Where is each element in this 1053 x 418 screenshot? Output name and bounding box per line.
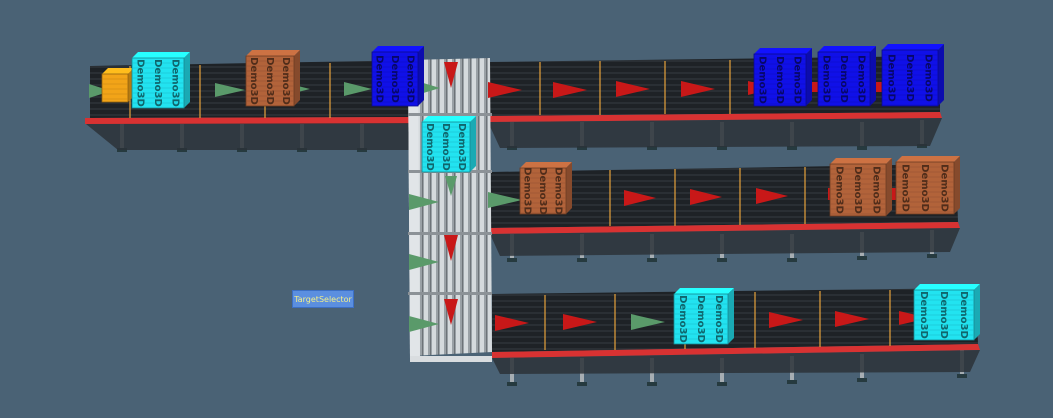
box-label: Demo3D	[958, 291, 969, 339]
box-label: Demo3D	[456, 123, 467, 171]
box-label: Demo3D	[871, 166, 882, 214]
direction-arrow	[488, 192, 522, 208]
leg-foot	[927, 254, 937, 258]
box-label: Demo3D	[713, 295, 724, 343]
direction-arrow	[420, 82, 440, 94]
direction-arrow	[409, 316, 439, 332]
direction-arrow	[495, 315, 529, 331]
direction-arrow	[215, 83, 245, 97]
box-label: Demo3D	[677, 295, 688, 343]
box-label: Demo3D	[923, 54, 934, 102]
direction-arrow-down	[444, 235, 458, 261]
box-label: Demo3D	[389, 55, 400, 103]
leg-foot	[507, 258, 517, 262]
leg-foot	[647, 258, 657, 262]
box-label: Demo3D	[522, 167, 533, 215]
leg-foot	[507, 382, 517, 386]
cyan-box: Demo3D Demo3D Demo3D	[673, 288, 734, 345]
box-label: Demo3D	[821, 55, 832, 103]
leg-foot	[857, 256, 867, 260]
brown-box: Demo3D Demo3D Demo3D	[245, 50, 300, 107]
cyan-box: Demo3D Demo3D Demo3D	[913, 284, 980, 341]
leg-foot	[717, 382, 727, 386]
box-label: Demo3D	[695, 295, 706, 343]
blue-box: Demo3D Demo3D Demo3D	[371, 46, 424, 107]
blue-box: Demo3D Demo3D Demo3D	[881, 44, 944, 107]
leg-foot	[787, 258, 797, 262]
blue-box: Demo3D Demo3D Demo3D	[817, 46, 876, 107]
box-label: Demo3D	[774, 56, 785, 104]
direction-arrow-down	[444, 62, 458, 88]
box-label: Demo3D	[885, 54, 896, 102]
leg-foot	[857, 378, 867, 382]
direction-arrow	[756, 188, 788, 204]
box-label: Demo3D	[152, 59, 163, 107]
box-label: Demo3D	[404, 55, 415, 103]
box-label: Demo3D	[904, 54, 915, 102]
leg-foot	[647, 382, 657, 386]
direction-arrow	[409, 254, 439, 270]
leg-foot	[857, 146, 867, 150]
box-label: Demo3D	[248, 57, 259, 105]
leg-foot	[577, 146, 587, 150]
box-label: Demo3D	[757, 56, 768, 104]
direction-arrow	[631, 314, 665, 330]
box-label: Demo3D	[424, 123, 435, 171]
direction-arrow	[690, 189, 722, 205]
direction-arrow	[344, 82, 372, 96]
direction-arrow	[616, 81, 650, 97]
box-label: Demo3D	[440, 123, 451, 171]
cyan-box: Demo3D Demo3D Demo3D	[131, 52, 190, 109]
direction-arrow	[624, 190, 656, 206]
box-label: Demo3D	[833, 166, 844, 214]
box-label: Demo3D	[169, 59, 180, 107]
orange-box	[101, 68, 134, 103]
brown-box: Demo3D Demo3D Demo3D	[895, 156, 960, 215]
box-label: Demo3D	[938, 164, 949, 212]
direction-arrow	[409, 194, 439, 210]
box-label: Demo3D	[135, 59, 146, 107]
target-selector-button[interactable]: TargetSelector	[292, 290, 354, 308]
leg-foot	[647, 146, 657, 150]
box-label: Demo3D	[552, 167, 563, 215]
box-label: Demo3D	[852, 166, 863, 214]
box-label: Demo3D	[855, 55, 866, 103]
direction-arrow	[553, 82, 587, 98]
leg-foot	[717, 146, 727, 150]
box-label: Demo3D	[537, 167, 548, 215]
blue-box: Demo3D Demo3D Demo3D	[753, 48, 812, 107]
conveyor-bottom-right	[492, 288, 980, 374]
box-label: Demo3D	[918, 291, 929, 339]
box-label: Demo3D	[280, 57, 291, 105]
direction-arrow	[488, 82, 522, 98]
leg-foot	[787, 380, 797, 384]
box-label: Demo3D	[791, 56, 802, 104]
direction-arrow	[835, 311, 869, 327]
leg-foot	[507, 146, 517, 150]
direction-arrow	[769, 312, 803, 328]
direction-arrow-down	[445, 176, 457, 196]
box-label: Demo3D	[938, 291, 949, 339]
box-label: Demo3D	[900, 164, 911, 212]
direction-arrow-down	[444, 299, 458, 325]
leg-foot	[577, 258, 587, 262]
leg-foot	[577, 382, 587, 386]
box-label: Demo3D	[919, 164, 930, 212]
leg-foot	[957, 374, 967, 378]
cyan-box: Demo3D Demo3D Demo3D	[421, 116, 476, 173]
brown-box: Demo3D Demo3D Demo3D	[829, 158, 892, 217]
direction-arrow	[681, 81, 715, 97]
box-label: Demo3D	[838, 55, 849, 103]
box-label: Demo3D	[374, 55, 385, 103]
brown-box: Demo3D Demo3D Demo3D	[519, 162, 572, 215]
leg-foot	[787, 146, 797, 150]
box-label: Demo3D	[264, 57, 275, 105]
direction-arrow	[563, 314, 597, 330]
direction-arrow	[89, 84, 111, 98]
leg-foot	[717, 258, 727, 262]
